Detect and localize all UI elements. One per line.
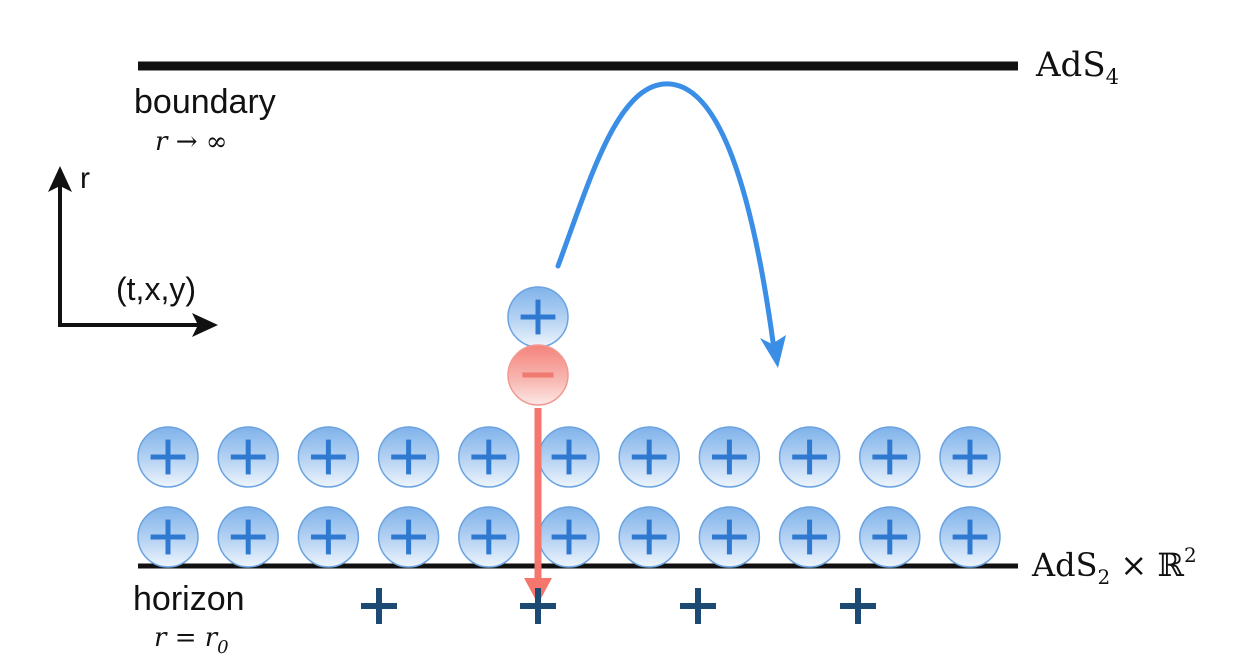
plus-charge-icon <box>311 439 346 475</box>
plus-charge-icon <box>391 439 426 475</box>
plus-charge-icon <box>230 519 266 555</box>
horizon-plus-icon <box>680 588 716 624</box>
positive-particle-trajectory <box>555 81 776 345</box>
pair-positive-charge <box>507 286 569 348</box>
lower-row-charge <box>618 506 680 568</box>
plus-charge-icon <box>952 519 988 555</box>
plus-charge-icon <box>631 519 667 555</box>
upper-row-charge <box>859 426 921 488</box>
upper-row-charge <box>297 426 360 488</box>
upper-row-charge <box>377 426 440 488</box>
axes <box>48 166 218 337</box>
lower-row-charge <box>217 506 279 568</box>
plus-charge-icon <box>520 299 556 335</box>
plus-charge-icon <box>551 519 587 555</box>
charge-layers <box>137 426 1001 568</box>
horizon-plus-icon <box>520 588 556 624</box>
plus-charge-icon <box>792 519 827 555</box>
plus-charge-icon <box>311 519 346 555</box>
plus-charge-icon <box>952 439 988 475</box>
arrow-icon <box>760 335 786 368</box>
plus-charge-icon <box>631 439 667 475</box>
r-axis-label: r <box>80 162 90 195</box>
plus-charge-icon <box>471 439 507 475</box>
lower-row-charge <box>939 506 1001 568</box>
plus-charge-icon <box>792 439 827 475</box>
lower-row-charge <box>538 506 600 568</box>
horizon-plus-icon <box>840 588 876 624</box>
ads4-label: AdS4 <box>1035 45 1119 89</box>
upper-row-charge <box>538 426 600 488</box>
particle-pair <box>507 286 569 406</box>
horizon-charges <box>361 588 876 624</box>
upper-row-charge <box>137 426 199 488</box>
lower-row-charge <box>859 506 921 568</box>
upper-row-charge <box>458 426 520 488</box>
upper-row-charge <box>939 426 1001 488</box>
lower-row-charge <box>778 506 841 568</box>
horizon-label: horizon <box>133 580 245 618</box>
ads2-label: AdS2 × ℝ2 <box>1031 543 1197 589</box>
plus-charge-icon <box>712 519 747 555</box>
horizon-plus-icon <box>361 588 397 624</box>
lower-row-charge <box>377 506 440 568</box>
plus-charge-icon <box>150 519 186 555</box>
lower-row-charge <box>137 506 199 568</box>
upper-row-charge <box>778 426 841 488</box>
t-axis-arrowhead <box>192 313 218 337</box>
pair-negative-charge <box>507 344 569 406</box>
lower-row-charge <box>698 506 761 568</box>
upper-row-charge <box>618 426 680 488</box>
plus-charge-icon <box>551 439 587 475</box>
plus-charge-icon <box>872 439 908 475</box>
horizon-equation-label: r = r0 <box>154 623 229 658</box>
lower-row-charge <box>458 506 520 568</box>
plus-charge-icon <box>230 439 266 475</box>
plus-charge-icon <box>150 439 186 475</box>
plus-charge-icon <box>712 439 747 475</box>
boundary-limit-label: r → ∞ <box>155 127 227 157</box>
t-axis-label: (t,x,y) <box>116 271 196 307</box>
lower-row-charge <box>297 506 360 568</box>
plus-charge-icon <box>872 519 908 555</box>
boundary-label: boundary <box>134 83 276 121</box>
plus-charge-icon <box>471 519 507 555</box>
r-axis-arrowhead <box>48 166 72 192</box>
plus-charge-icon <box>391 519 426 555</box>
upper-row-charge <box>698 426 761 488</box>
upper-row-charge <box>217 426 279 488</box>
